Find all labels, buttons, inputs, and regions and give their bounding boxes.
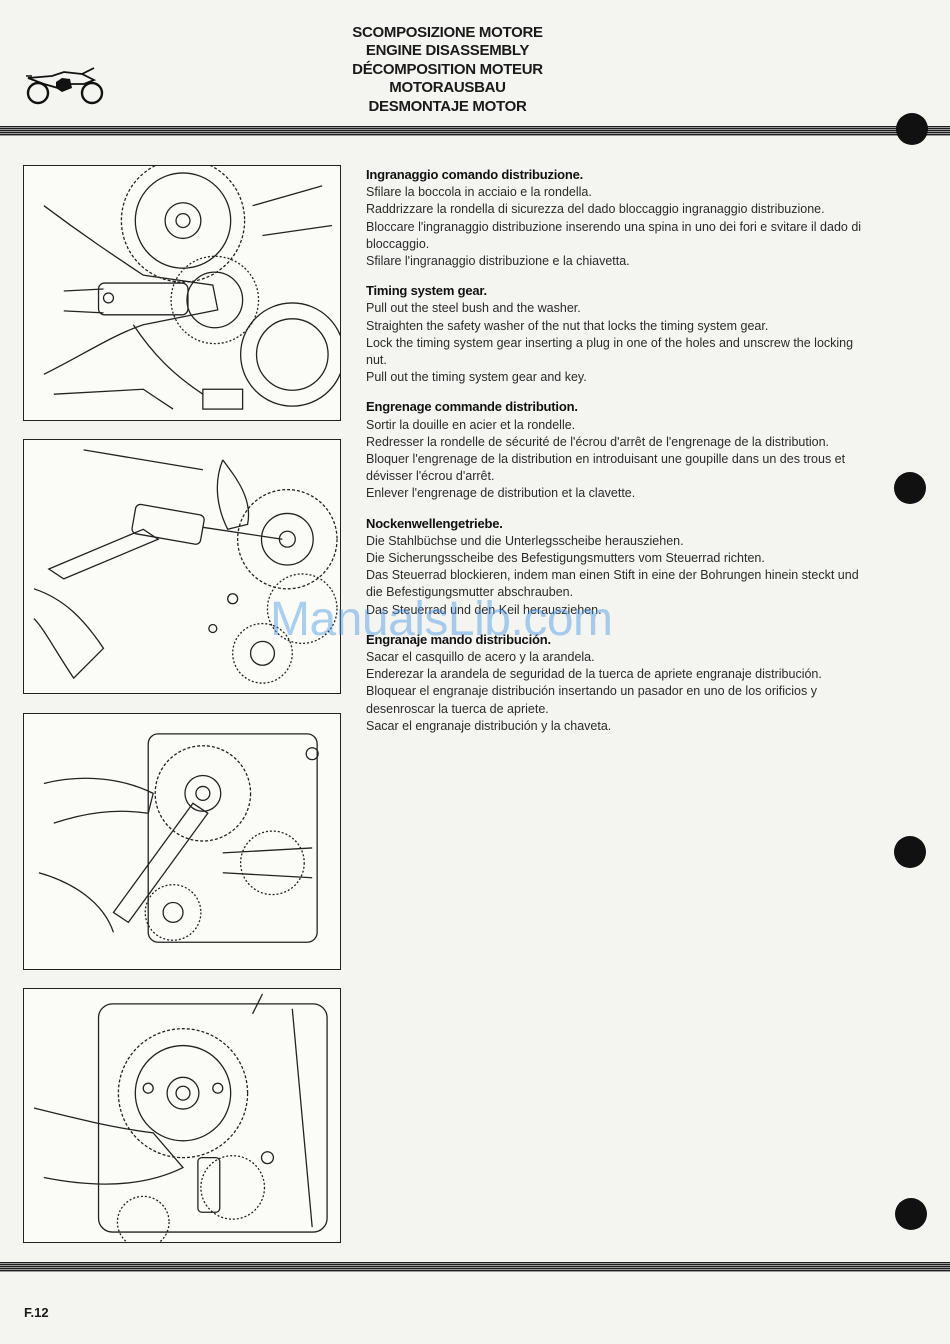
title-line: ENGINE DISASSEMBLY (365, 42, 530, 60)
figure-2-illustration (23, 439, 341, 694)
section-spanish: Engranaje mando distribución. Sacar el c… (366, 631, 871, 735)
bottom-divider (0, 1262, 950, 1272)
section-german: Nockenwellengetriebe. Die Stahlbüchse un… (366, 515, 871, 619)
text-line: Bloquear el engranaje distribución inser… (366, 684, 817, 716)
section-italian: Ingranaggio comando distribuzione. Sfila… (366, 166, 871, 270)
figure-1-illustration (23, 165, 341, 421)
text-line: Das Steuerrad blockieren, indem man eine… (366, 568, 859, 600)
binder-hole-icon (894, 836, 926, 868)
title-line: DESMONTAJE MOTOR (368, 97, 527, 115)
text-line: Sfilare l'ingranaggio distribuzione e la… (366, 254, 630, 269)
instruction-text: Ingranaggio comando distribuzione. Sfila… (366, 166, 871, 747)
watermark: ManualsLib.com (270, 593, 613, 646)
text-line: Enderezar la arandela de seguridad de la… (366, 667, 822, 682)
text-line: Bloccare l'ingranaggio distribuzione ins… (366, 219, 862, 251)
section-heading: Timing system gear. (366, 283, 487, 299)
text-line: Raddrizzare la rondella di sicurezza del… (366, 202, 825, 217)
section-heading: Nockenwellengetriebe. (366, 515, 503, 531)
binder-hole-icon (895, 1198, 927, 1230)
section-heading: Engrenage commande distribution. (366, 399, 578, 415)
top-divider (0, 126, 950, 136)
text-line: Sacar el casquillo de acero y la arandel… (366, 650, 595, 665)
text-line: Bloquer l'engrenage de la distribution e… (366, 452, 846, 484)
title-line: DÉCOMPOSITION MOTEUR (352, 60, 543, 78)
binder-hole-icon (894, 472, 926, 504)
section-heading: Engranaje mando distribución. (366, 631, 551, 647)
figure-3-illustration (23, 713, 341, 970)
motorcycle-logo-icon (26, 67, 104, 105)
text-line: Pull out the timing system gear and key. (366, 370, 587, 385)
binder-hole-icon (896, 113, 928, 145)
page-number: F.12 (24, 1305, 49, 1320)
text-line: Straighten the safety washer of the nut … (366, 318, 769, 333)
section-english: Timing system gear. Pull out the steel b… (366, 282, 871, 386)
text-line: Sacar el engranaje distribución y la cha… (366, 718, 612, 733)
text-line: Das Steuerrad und den Keil herausziehen. (366, 602, 602, 617)
text-line: Redresser la rondelle de sécurité de l'é… (366, 434, 829, 449)
text-line: Enlever l'engrenage de distribution et l… (366, 486, 636, 501)
title-line: MOTORAUSBAU (389, 79, 506, 97)
page-title: SCOMPOSIZIONE MOTORE ENGINE DISASSEMBLY … (250, 24, 645, 116)
figure-4-illustration (23, 988, 341, 1243)
text-line: Die Stahlbüchse und die Unterlegsscheibe… (366, 533, 684, 548)
title-line: SCOMPOSIZIONE MOTORE (352, 24, 543, 41)
text-line: Sfilare la boccola in acciaio e la ronde… (366, 185, 592, 200)
section-heading: Ingranaggio comando distribuzione. (366, 167, 584, 182)
text-line: Die Sicherungsscheibe des Befestigungsmu… (366, 551, 765, 566)
text-line: Sortir la douille en acier et la rondell… (366, 417, 576, 432)
text-line: Lock the timing system gear inserting a … (366, 335, 854, 368)
section-french: Engrenage commande distribution. Sortir … (366, 398, 871, 502)
text-line: Pull out the steel bush and the washer. (366, 301, 581, 316)
